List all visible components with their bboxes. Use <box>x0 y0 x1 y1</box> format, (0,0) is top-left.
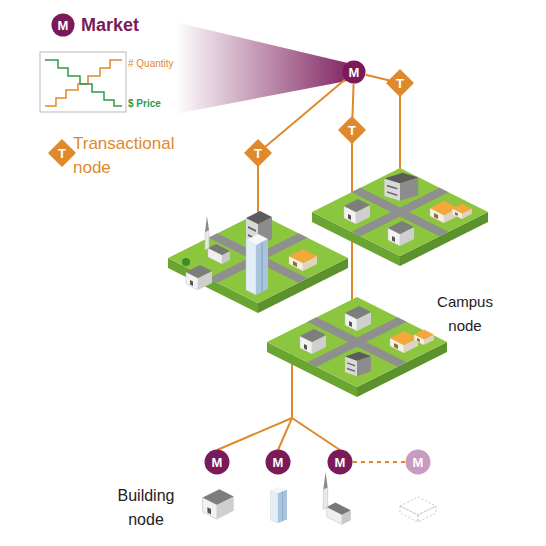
left-tile <box>168 211 348 313</box>
diamond-outline <box>245 140 271 166</box>
transactional-node: T <box>339 117 365 143</box>
node-letter: M <box>349 66 360 79</box>
price-curve <box>45 60 122 106</box>
circle-outline <box>52 14 75 37</box>
building <box>289 249 317 271</box>
node-letter: T <box>58 147 66 160</box>
transactional-node: T <box>387 70 413 96</box>
node-letter: T <box>396 77 404 90</box>
building <box>345 306 371 331</box>
building <box>205 216 230 264</box>
circle-outline <box>328 450 353 475</box>
campus-tile <box>267 297 447 397</box>
building <box>344 199 370 224</box>
connector-line <box>366 75 390 81</box>
building <box>186 265 212 290</box>
node-letter: T <box>348 124 356 137</box>
feeder-line <box>292 418 340 450</box>
transactional-node: TTransactional node <box>49 140 75 166</box>
feeder-line <box>351 240 353 305</box>
building <box>246 234 268 295</box>
node-letter: M <box>413 456 424 469</box>
circle-outline <box>343 61 366 84</box>
right-tile <box>312 168 488 266</box>
building-icon <box>203 489 234 519</box>
market-beam <box>175 22 352 114</box>
node-letter: M <box>273 456 284 469</box>
feeder-line <box>351 137 353 200</box>
mini-chart <box>40 52 126 112</box>
building <box>300 329 326 354</box>
node-letter: M <box>212 456 223 469</box>
diamond-outline <box>49 140 75 166</box>
building <box>390 331 418 353</box>
transactional-node: T <box>245 140 271 166</box>
axis-label: $ Price <box>128 98 208 110</box>
building <box>345 352 371 377</box>
market-node: M <box>342 60 366 84</box>
feeder-line <box>217 418 292 450</box>
market-node: M <box>405 449 431 475</box>
connector-line <box>265 80 345 147</box>
node-letter: T <box>254 147 262 160</box>
node-letter: M <box>58 19 69 32</box>
feeder-line <box>399 90 401 178</box>
legend-heading: Market <box>81 14 201 36</box>
connector-line <box>352 84 353 117</box>
tier-label: Campus node <box>424 290 506 338</box>
tile-top <box>312 168 488 256</box>
outline-face <box>400 497 436 515</box>
building-icon <box>271 486 288 523</box>
market-node: MMarket <box>51 13 75 37</box>
axis-label: # Quantity <box>128 58 208 70</box>
feeder-line <box>278 418 292 450</box>
building-icon <box>323 472 351 525</box>
building <box>384 173 418 201</box>
connector-line <box>353 461 405 463</box>
circle-outline <box>205 450 230 475</box>
tile-top <box>267 297 447 387</box>
circle-outline <box>266 450 291 475</box>
tier-label: Building node <box>98 484 194 532</box>
tree <box>182 258 190 266</box>
market-node: M <box>265 449 291 475</box>
diamond-outline <box>339 117 365 143</box>
chart-frame <box>40 52 126 112</box>
legend-heading: Transactional node <box>73 132 198 180</box>
outline-face <box>400 506 418 522</box>
diamond-outline <box>387 70 413 96</box>
market-node: M <box>204 449 230 475</box>
future-building-icon <box>400 497 436 522</box>
building <box>414 330 434 345</box>
building <box>452 204 472 219</box>
circle-outline <box>406 450 431 475</box>
building <box>388 221 414 246</box>
market-node: M <box>327 449 353 475</box>
quantity-curve <box>45 60 122 106</box>
node-letter: M <box>335 456 346 469</box>
price-beam <box>175 22 352 114</box>
building-icons <box>203 472 436 525</box>
